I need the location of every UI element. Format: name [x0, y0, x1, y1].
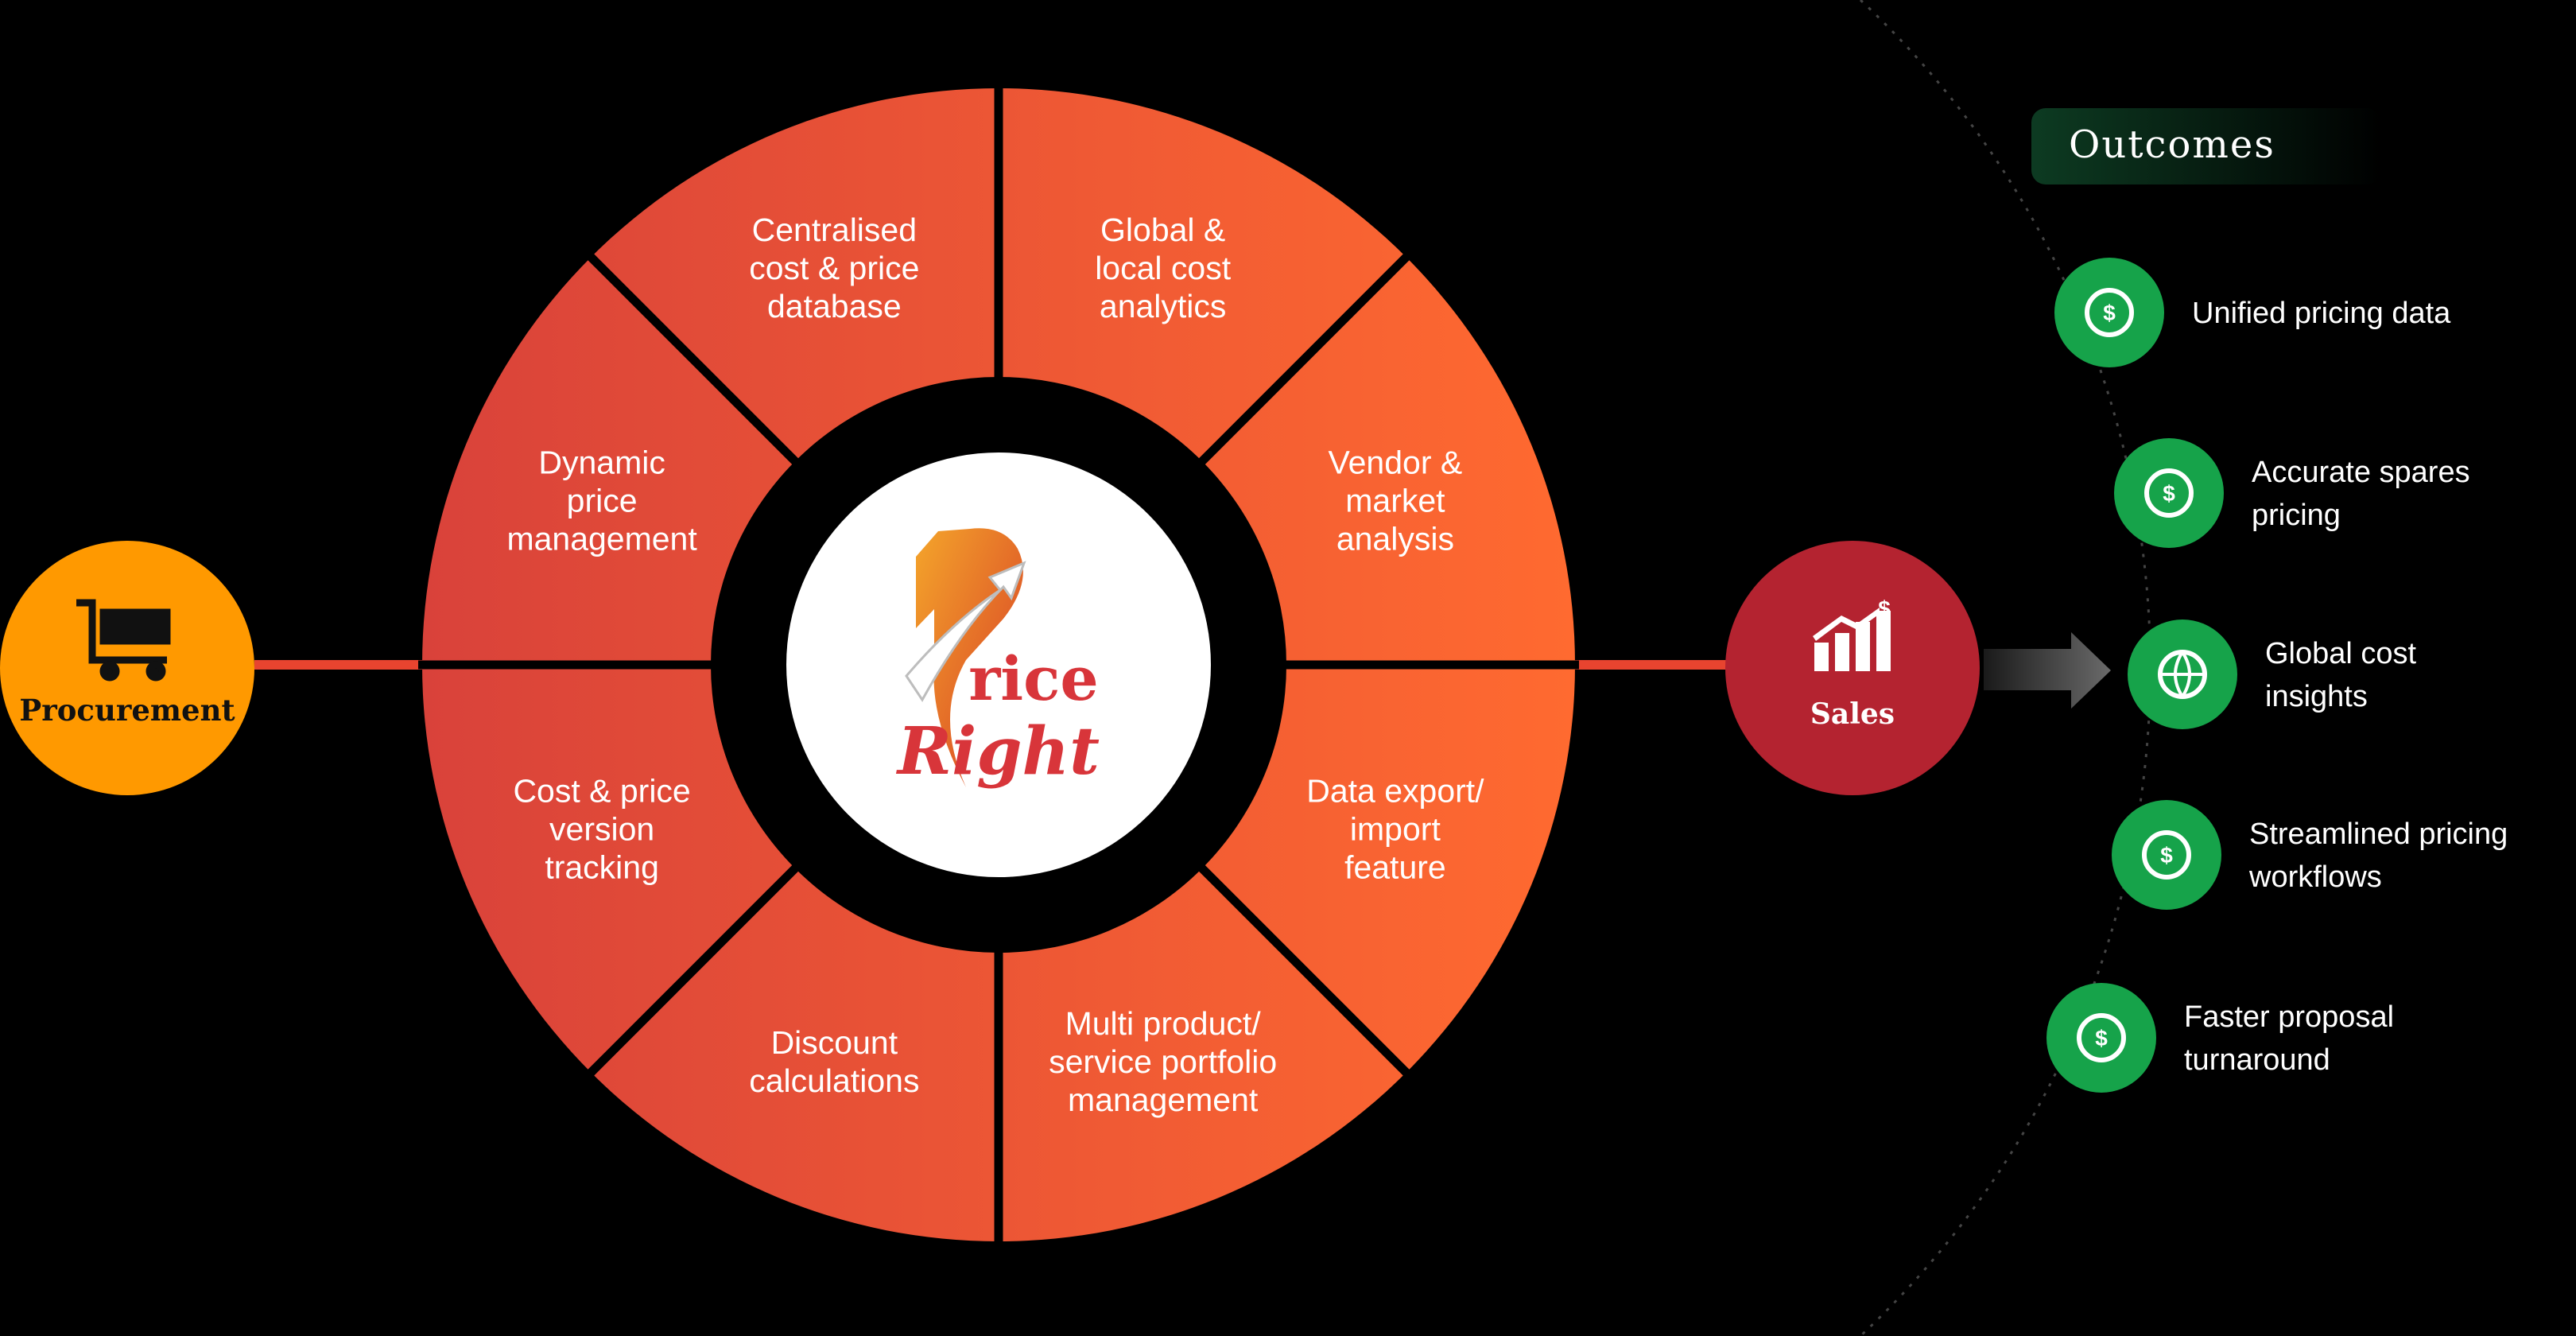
segment-label-line: Discount	[771, 1024, 898, 1061]
outcome-item: $ Faster proposal turnaround	[2046, 983, 2394, 1093]
outcome-label-line: pricing	[2252, 499, 2341, 532]
outcome-label: Unified pricing data	[2192, 297, 2451, 330]
outcome-label-line: turnaround	[2184, 1043, 2330, 1077]
outcome-label-line: workflows	[2248, 860, 2382, 894]
outcomes-title: Outcomes	[2069, 122, 2275, 167]
outcome-item: $ Streamlined pricing workflows	[2112, 800, 2508, 910]
outcome-label: Accurate spares pricing	[2252, 456, 2470, 532]
outcome-icon-ring	[2077, 1013, 2126, 1062]
outcome-label: Streamlined pricing workflows	[2248, 818, 2508, 894]
procurement-node: Procurement	[0, 541, 254, 795]
segment-label-line: service portfolio	[1049, 1043, 1277, 1080]
outcome-label-line: Accurate spares	[2252, 456, 2470, 489]
segment-label-line: Vendor &	[1329, 444, 1463, 480]
segment-label-line: Dynamic	[538, 444, 665, 480]
cart-icon	[76, 599, 171, 682]
growth-chart-icon	[1813, 608, 1891, 671]
segment-label-line: version	[549, 811, 654, 848]
segment-label-line: management	[506, 520, 697, 557]
segment-label-line: calculations	[749, 1062, 919, 1099]
network-dollar-icon	[2054, 258, 2164, 367]
outcome-icon-ring	[2144, 468, 2194, 518]
outcome-item: $ Accurate spares pricing	[2114, 438, 2470, 548]
segment-label-line: Multi product/	[1065, 1005, 1262, 1042]
segment-label-line: analysis	[1336, 520, 1454, 557]
wheel-spoke	[584, 861, 802, 1079]
refresh-dollar-icon	[2046, 983, 2156, 1093]
outcome-label-line: Unified pricing data	[2192, 297, 2451, 330]
segment-label-line: Cost & price	[513, 773, 690, 810]
outcome-list: $ Unified pricing data $ Accurate spares pri…	[2046, 258, 2508, 1093]
logo-line1: rice	[968, 643, 1099, 714]
logo-arrow-icon	[905, 561, 1026, 702]
outcome-icon-glyph: $	[2095, 1026, 2108, 1051]
outcome-icon-glyph: $	[2160, 843, 2173, 868]
price-right-logo: rice Right	[896, 528, 1100, 790]
wheel-spoke	[584, 250, 802, 468]
outcome-label: Faster proposal turnaround	[2184, 1000, 2394, 1077]
segment-label-line: Global &	[1100, 212, 1225, 248]
outcome-label: Global cost insights	[2265, 637, 2417, 713]
workflow-gear-icon	[2112, 800, 2221, 910]
segment-label-line: feature	[1344, 849, 1446, 886]
outcome-label-line: Global cost	[2265, 637, 2417, 670]
segment-label-line: database	[767, 288, 902, 324]
segment-label-line: tracking	[545, 849, 659, 886]
logo-disc	[786, 452, 1211, 877]
gear-dollar-icon	[2114, 438, 2224, 548]
sales-label: Sales	[1810, 697, 1895, 731]
sales-node: $ Sales	[1725, 541, 1980, 795]
wheel-spoke	[1195, 250, 1413, 468]
segment-label-line: Centralised	[752, 212, 917, 248]
outcome-icon-glyph: $	[2103, 301, 2116, 325]
feature-wheel	[418, 84, 1579, 1245]
outcomes-header: Outcomes	[2031, 108, 2381, 184]
outcome-label-line: Faster proposal	[2184, 1000, 2394, 1034]
outcome-label-line: Streamlined pricing	[2249, 818, 2508, 851]
segment-label-line: analytics	[1100, 288, 1227, 324]
segment-label-line: market	[1345, 482, 1445, 518]
outcome-icon-ring	[2085, 288, 2134, 337]
segment-label-line: management	[1068, 1082, 1259, 1118]
outcome-icon-ring	[2142, 830, 2191, 880]
logo-line2: Right	[896, 713, 1100, 790]
segment-label-line: Data export/	[1306, 773, 1484, 810]
segment-label-line: local cost	[1095, 250, 1232, 286]
outcome-item: $ Unified pricing data	[2054, 258, 2451, 367]
segment-label-line: import	[1350, 811, 1441, 848]
segment-label-line: cost & price	[749, 250, 919, 286]
segment-label-line: price	[567, 482, 638, 518]
flow-arrow	[1984, 632, 2111, 709]
sales-dollar-sign: $	[1878, 596, 1891, 621]
outcome-item: Global cost insights	[2128, 619, 2417, 729]
wheel-spoke	[1195, 861, 1413, 1079]
globe-lines	[2160, 651, 2205, 698]
outcome-label-line: insights	[2265, 680, 2368, 713]
procurement-label: Procurement	[19, 693, 235, 728]
outcome-icon-glyph: $	[2163, 481, 2175, 506]
